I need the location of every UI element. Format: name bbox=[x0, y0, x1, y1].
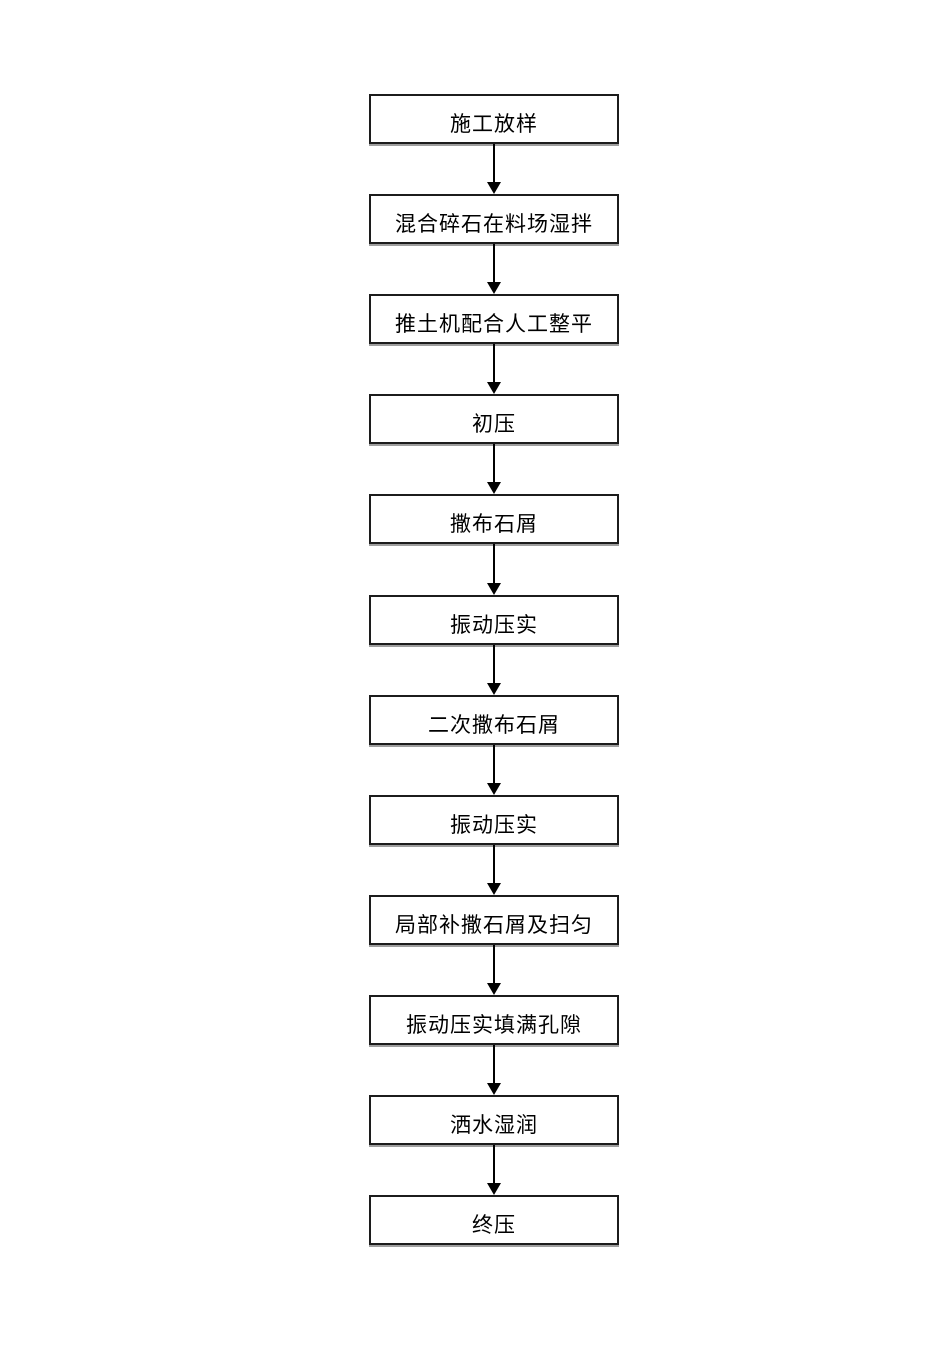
flow-down-arrow-icon bbox=[487, 444, 501, 494]
arrow-head bbox=[487, 683, 501, 695]
flowchart-step-box: 振动压实填满孔隙 bbox=[369, 995, 619, 1045]
flowchart-step-label: 振动压实 bbox=[450, 612, 538, 637]
flowchart-step-label: 初压 bbox=[472, 411, 516, 436]
arrow-shaft bbox=[493, 1045, 495, 1085]
arrow-head bbox=[487, 282, 501, 294]
flowchart-step-label: 二次撒布石屑 bbox=[428, 712, 560, 737]
arrow-shaft bbox=[493, 645, 495, 685]
flowchart-step-box: 推土机配合人工整平 bbox=[369, 294, 619, 344]
arrow-shaft bbox=[493, 444, 495, 484]
flow-down-arrow-icon bbox=[487, 945, 501, 995]
arrow-shaft bbox=[493, 745, 495, 785]
arrow-shaft bbox=[493, 544, 495, 585]
arrow-head bbox=[487, 883, 501, 895]
arrow-head bbox=[487, 783, 501, 795]
flow-down-arrow-icon bbox=[487, 745, 501, 795]
flowchart-step-box: 初压 bbox=[369, 394, 619, 444]
arrow-head bbox=[487, 1083, 501, 1095]
flow-down-arrow-icon bbox=[487, 144, 501, 194]
flow-down-arrow-icon bbox=[487, 1045, 501, 1095]
arrow-head bbox=[487, 382, 501, 394]
flowchart-step-box: 二次撒布石屑 bbox=[369, 695, 619, 745]
flow-down-arrow-icon bbox=[487, 544, 501, 595]
arrow-shaft bbox=[493, 244, 495, 284]
arrow-shaft bbox=[493, 1145, 495, 1185]
arrow-head bbox=[487, 983, 501, 995]
flowchart-step-label: 洒水湿润 bbox=[450, 1112, 538, 1137]
flowchart-step-box: 振动压实 bbox=[369, 595, 619, 645]
arrow-shaft bbox=[493, 144, 495, 184]
flowchart-step-box: 洒水湿润 bbox=[369, 1095, 619, 1145]
flow-down-arrow-icon bbox=[487, 845, 501, 895]
flow-down-arrow-icon bbox=[487, 645, 501, 695]
flowchart-step-label: 振动压实 bbox=[450, 812, 538, 837]
arrow-shaft bbox=[493, 845, 495, 885]
flowchart-step-label: 局部补撒石屑及扫匀 bbox=[395, 912, 593, 937]
arrow-shaft bbox=[493, 945, 495, 985]
arrow-head bbox=[487, 182, 501, 194]
flowchart-step-box: 混合碎石在料场湿拌 bbox=[369, 194, 619, 244]
flowchart-step-label: 推土机配合人工整平 bbox=[395, 311, 593, 336]
arrow-shaft bbox=[493, 344, 495, 384]
flowchart-step-label: 施工放样 bbox=[450, 111, 538, 136]
flowchart-step-box: 撒布石屑 bbox=[369, 494, 619, 544]
flowchart-step-label: 撒布石屑 bbox=[450, 511, 538, 536]
flowchart-step-box: 施工放样 bbox=[369, 94, 619, 144]
arrow-head bbox=[487, 1183, 501, 1195]
flowchart-step-box: 终压 bbox=[369, 1195, 619, 1245]
flowchart-step-label: 终压 bbox=[472, 1212, 516, 1237]
flowchart-step-label: 振动压实填满孔隙 bbox=[406, 1012, 582, 1037]
flowchart-step-label: 混合碎石在料场湿拌 bbox=[395, 211, 593, 236]
arrow-head bbox=[487, 482, 501, 494]
flow-down-arrow-icon bbox=[487, 344, 501, 394]
flowchart-step-box: 局部补撒石屑及扫匀 bbox=[369, 895, 619, 945]
arrow-head bbox=[487, 583, 501, 595]
flowchart-step-box: 振动压实 bbox=[369, 795, 619, 845]
flow-down-arrow-icon bbox=[487, 244, 501, 294]
flow-down-arrow-icon bbox=[487, 1145, 501, 1195]
